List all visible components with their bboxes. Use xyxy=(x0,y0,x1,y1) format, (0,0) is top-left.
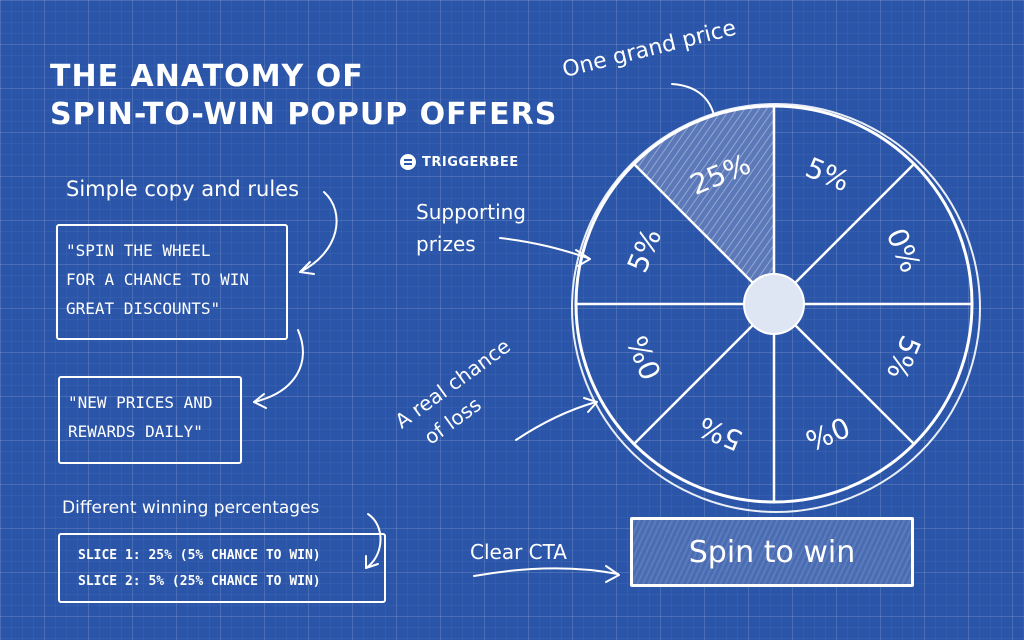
arrow-loss-to-wheel xyxy=(515,401,597,441)
slice-row-1: SLICE 1: 25% (5% CHANCE TO WIN) xyxy=(78,548,321,563)
wheel-slice-label: 0% xyxy=(621,331,668,385)
quote2-line-1: "NEW PRICES AND xyxy=(68,393,213,412)
quote2-line-2: REWARDS DAILY" xyxy=(68,422,203,441)
page-title: The Anatomy of Spin-to-Win Popup Offers xyxy=(50,58,557,134)
supporting-line-2: prizes xyxy=(416,232,476,256)
spin-to-win-button[interactable]: Spin to win xyxy=(630,517,914,587)
arrow-supporting-to-wheel xyxy=(499,237,589,259)
brand-logo: TRIGGERBEE xyxy=(400,154,519,170)
wheel-spoke xyxy=(633,163,775,305)
wheel-spoke xyxy=(773,303,915,445)
quote1-line-2: FOR A CHANCE TO WIN xyxy=(66,270,250,289)
wheel-slice-label: 5% xyxy=(801,151,855,198)
wheel-slice-label: 5% xyxy=(621,224,668,278)
supporting-prizes-label: Supporting prizes xyxy=(416,196,526,260)
wheel-spoke xyxy=(773,163,915,305)
wheel-spoke xyxy=(633,303,775,445)
supporting-line-1: Supporting xyxy=(416,200,526,224)
prize-wheel: 5%0%5%0%5%0%5%25% xyxy=(571,103,981,513)
wheel-rim-outer xyxy=(571,103,981,513)
wheel-hub xyxy=(743,273,805,335)
wheel-slice-label: 5% xyxy=(880,331,927,385)
wheel-slice-label: 5% xyxy=(694,410,748,457)
brand-name: TRIGGERBEE xyxy=(422,154,519,170)
quote1-line-3: GREAT DISCOUNTS" xyxy=(66,299,221,318)
arrow-percent-to-box xyxy=(365,513,382,569)
arrow-copy-to-quote xyxy=(299,191,338,273)
quote-box-1: "SPIN THE WHEEL FOR A CHANCE TO WIN GREA… xyxy=(56,224,288,340)
slices-box: SLICE 1: 25% (5% CHANCE TO WIN) SLICE 2:… xyxy=(58,533,386,603)
bee-icon xyxy=(400,154,416,170)
quote-box-2: "NEW PRICES AND REWARDS DAILY" xyxy=(58,376,242,464)
arrow-quote-to-quote xyxy=(253,329,304,403)
wheel-slice-label: 0% xyxy=(880,224,927,278)
slice-row-2: SLICE 2: 5% (25% CHANCE TO WIN) xyxy=(78,574,321,589)
clear-cta-label: Clear CTA xyxy=(470,540,567,564)
copy-rules-label: Simple copy and rules xyxy=(66,177,300,201)
title-line-2: Spin-to-Win Popup Offers xyxy=(50,97,558,132)
percentages-label: Different winning percentages xyxy=(62,498,320,518)
grand-prize-slice xyxy=(633,106,774,304)
title-line-1: The Anatomy of xyxy=(50,59,364,94)
quote1-line-1: "SPIN THE WHEEL xyxy=(66,241,211,260)
wheel-slice-label: 0% xyxy=(801,410,855,457)
arrow-cta-to-button xyxy=(473,567,619,577)
